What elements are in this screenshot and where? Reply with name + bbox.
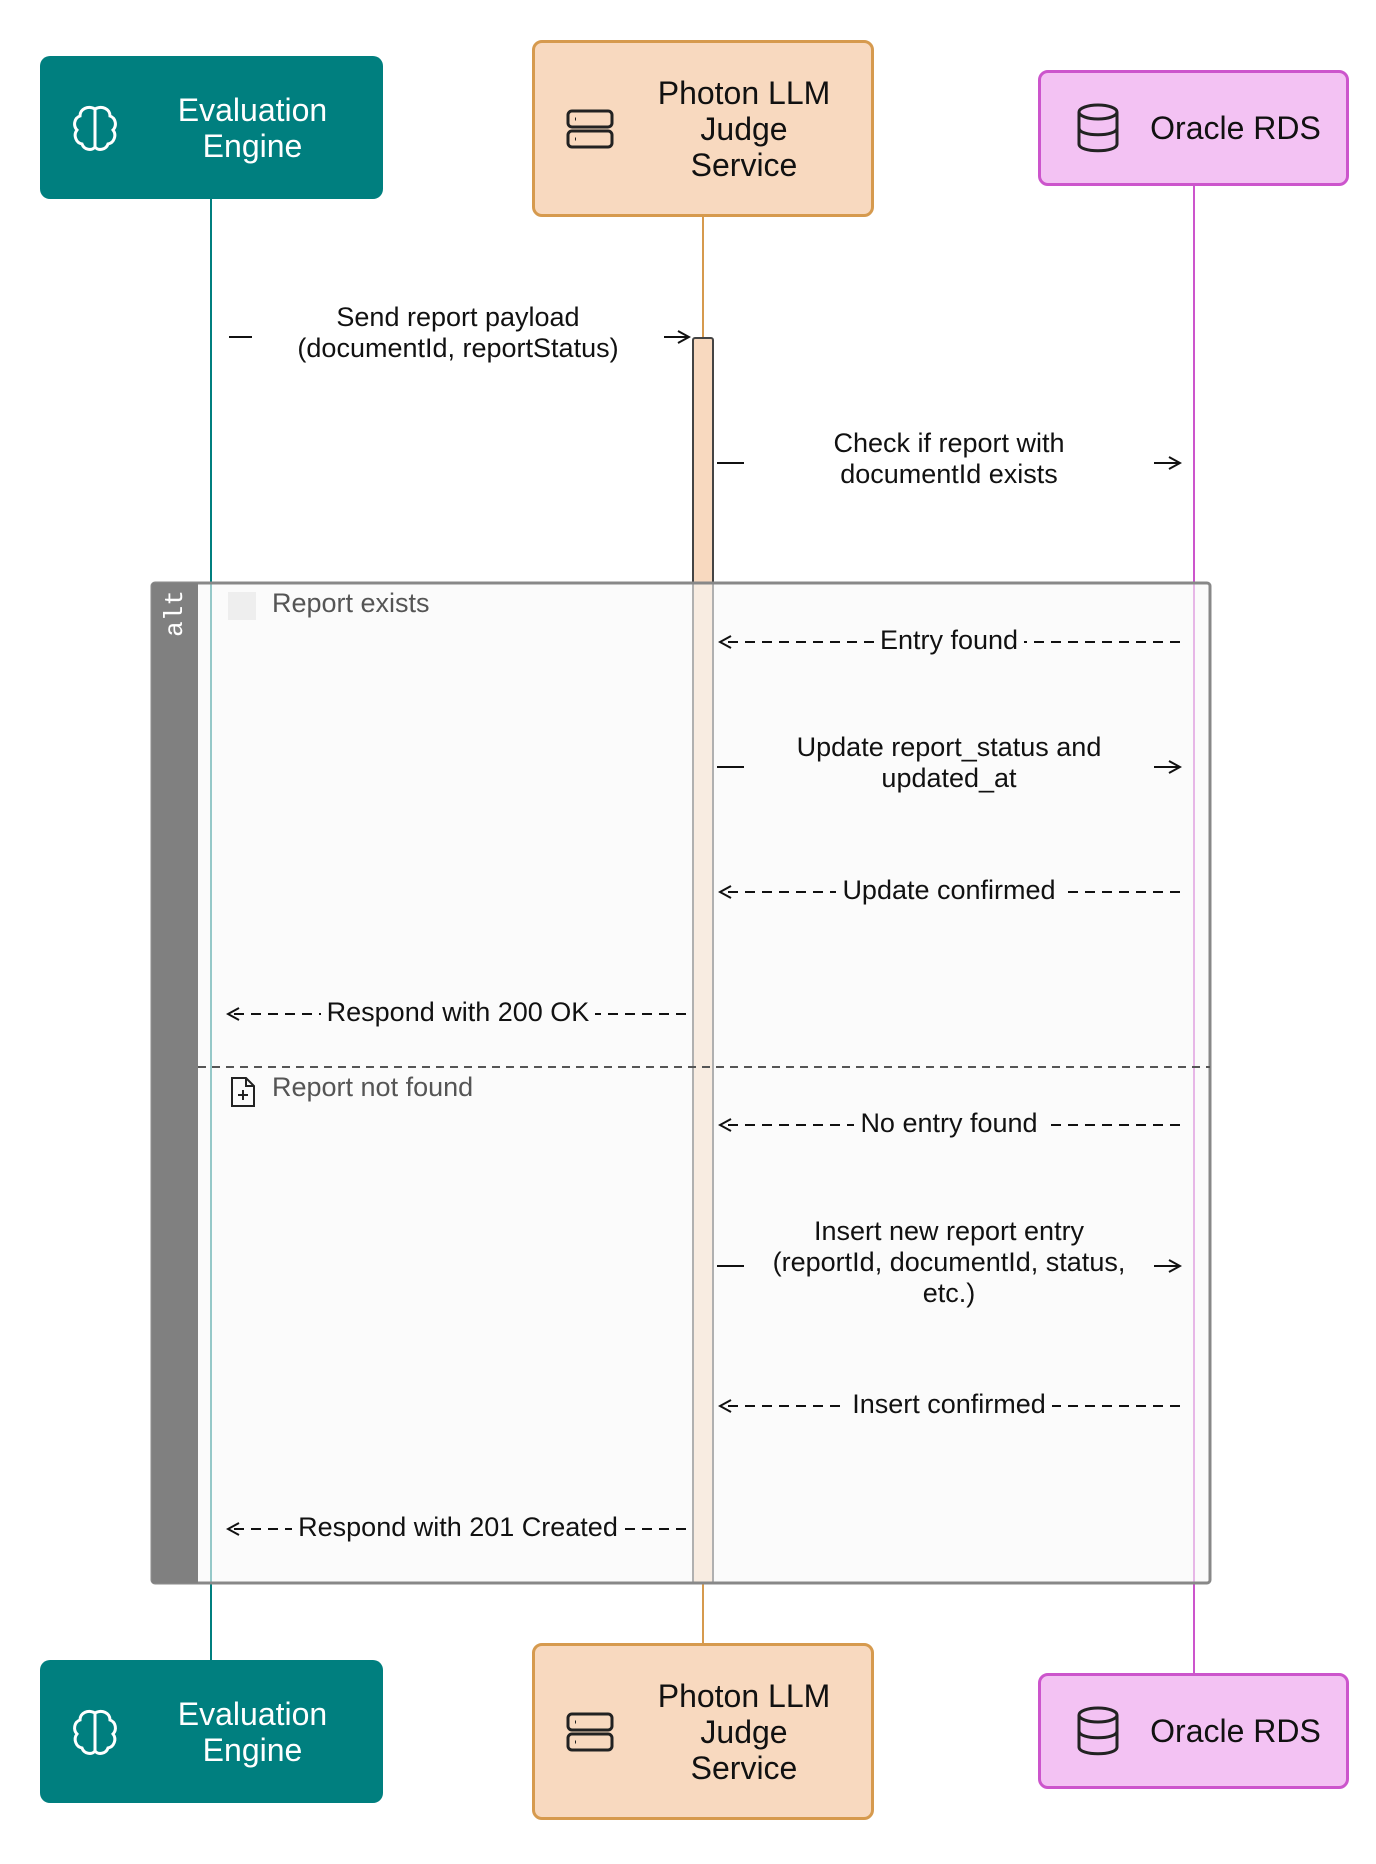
database-icon bbox=[1077, 1706, 1119, 1756]
message-update-confirmed: Update confirmed bbox=[752, 875, 1146, 906]
file-plus-icon bbox=[231, 1077, 255, 1107]
actor-label: Oracle RDS bbox=[1150, 1713, 1321, 1749]
actor-oracle-rds-bottom: Oracle RDS bbox=[1038, 1673, 1349, 1789]
brain-icon bbox=[73, 105, 117, 151]
section-report-exists: Report exists bbox=[272, 588, 430, 618]
database-icon bbox=[1077, 103, 1119, 153]
server-icon bbox=[566, 1712, 614, 1751]
server-icon bbox=[566, 109, 614, 148]
alt-label: alt bbox=[160, 590, 190, 637]
actor-oracle-rds-top: Oracle RDS bbox=[1038, 70, 1349, 186]
message-insert-confirmed: Insert confirmed bbox=[752, 1389, 1146, 1420]
actor-label: Oracle RDS bbox=[1150, 110, 1321, 146]
message-201-created: Respond with 201 Created bbox=[262, 1512, 654, 1543]
message-insert-entry: Insert new report entry(reportId, docume… bbox=[752, 1216, 1146, 1309]
message-entry-found: Entry found bbox=[752, 625, 1146, 656]
message-send-report: Send report payload(documentId, reportSt… bbox=[262, 302, 654, 364]
message-no-entry-found: No entry found bbox=[752, 1108, 1146, 1139]
section-report-not-found: Report not found bbox=[272, 1072, 474, 1102]
alt-tag bbox=[152, 583, 198, 1583]
message-200-ok: Respond with 200 OK bbox=[262, 997, 654, 1028]
brain-icon bbox=[73, 1709, 117, 1755]
report-exists-icon bbox=[228, 592, 256, 620]
